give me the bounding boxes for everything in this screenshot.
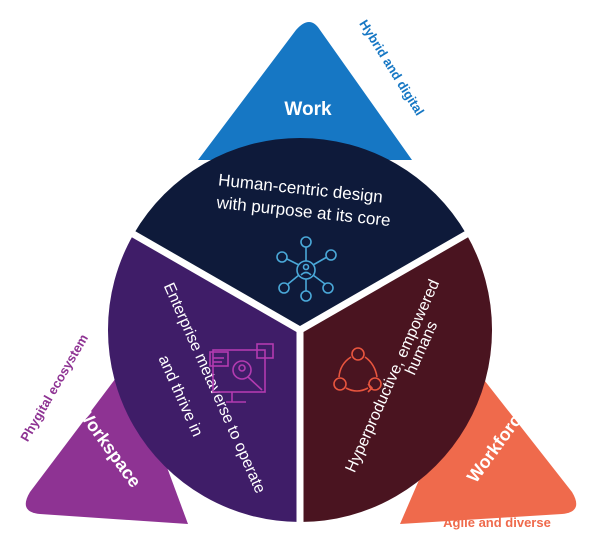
segment-dividers (126, 227, 474, 530)
workforce-tagline: Agile and diverse (443, 515, 551, 530)
workforce-triangle-shape (400, 362, 577, 524)
network-hub-icon (276, 236, 337, 302)
virtual-meeting-monitor-icon (209, 343, 274, 403)
workspace-triangle-shape (25, 362, 188, 524)
work-label: Work (284, 99, 332, 120)
triangle-workspace (25, 362, 188, 524)
triangle-workforce (400, 362, 577, 524)
triangle-work (198, 22, 412, 160)
divider-left (126, 227, 302, 334)
work-triangle-shape (198, 22, 412, 160)
cycle-people-icon (333, 347, 382, 393)
divider-right (298, 227, 474, 334)
